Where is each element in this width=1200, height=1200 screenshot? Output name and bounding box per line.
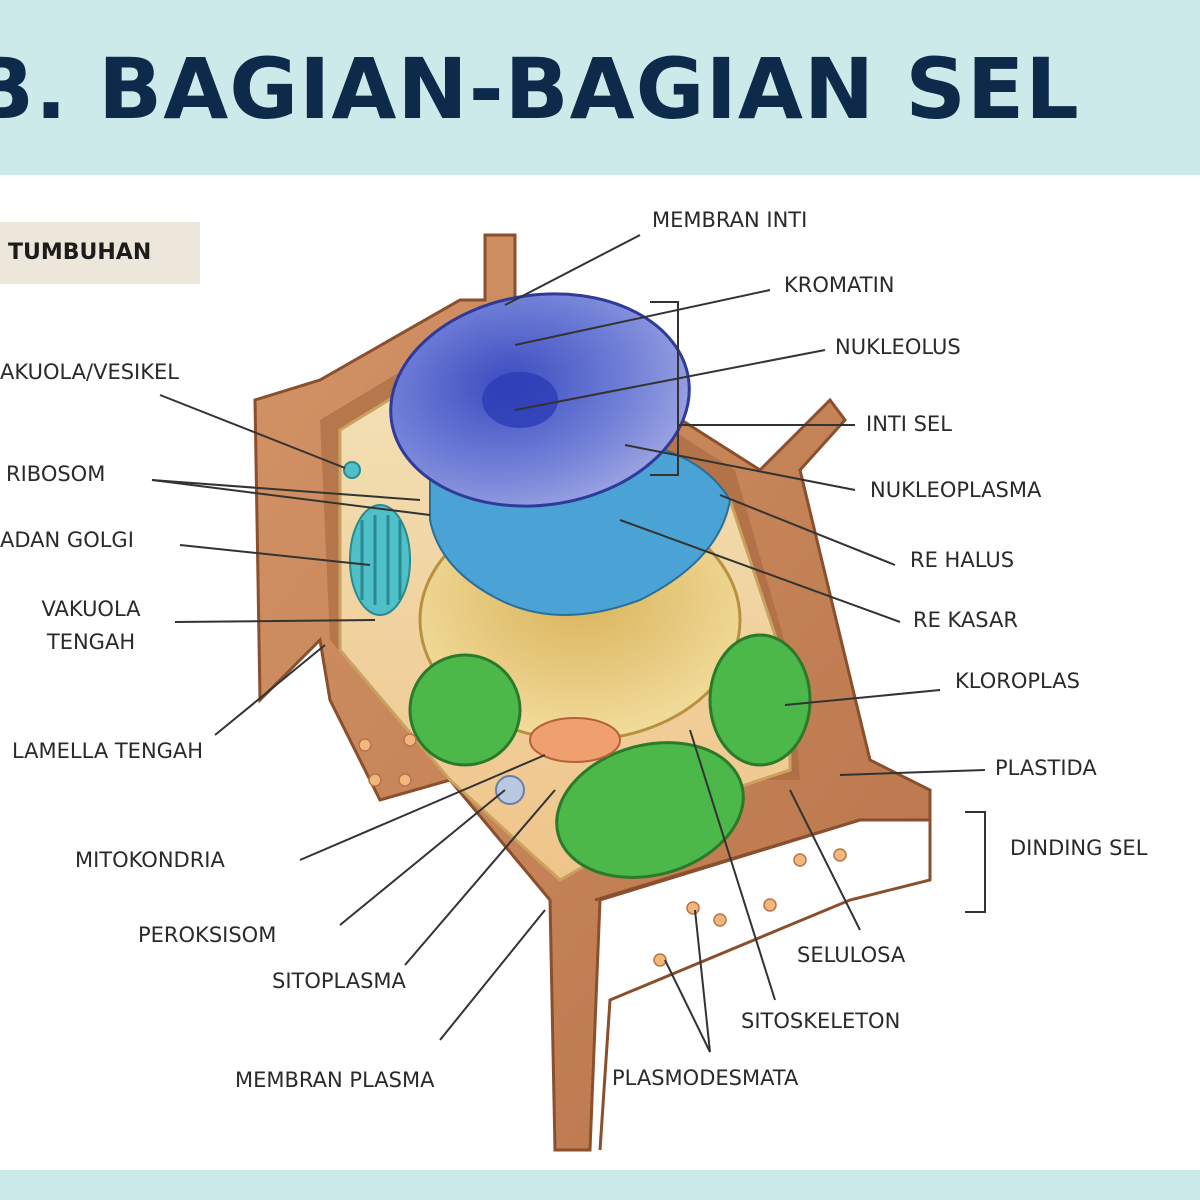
cell-type-tag: TUMBUHAN — [0, 222, 200, 284]
label-nukleoplasma: NUKLEOPLASMA — [870, 478, 1042, 502]
mitochondrion — [529, 717, 621, 763]
chloroplast — [408, 633, 812, 879]
label-ribosom: RIBOSOM — [6, 462, 106, 486]
nucleolus — [482, 372, 558, 428]
label-vakuola-vesikel: AKUOLA/VESIKEL — [0, 360, 179, 384]
label-plastida: PLASTIDA — [995, 756, 1097, 780]
vesicle — [343, 461, 361, 479]
label-re-halus: RE HALUS — [910, 548, 1015, 572]
label-dinding-sel: DINDING SEL — [1010, 836, 1148, 860]
inti-sel-bracket — [650, 301, 679, 476]
page-title: B. BAGIAN-BAGIAN SEL — [0, 40, 1080, 138]
peroxisome — [495, 775, 525, 805]
dinding-sel-bracket — [965, 811, 986, 913]
label-vakuola-tengah-line1: VAKUOLA — [41, 597, 141, 621]
label-nukleolus: NUKLEOLUS — [835, 335, 961, 359]
label-kloroplas: KLOROPLAS — [955, 669, 1080, 693]
label-membran-inti: MEMBRAN INTI — [652, 208, 808, 232]
label-inti-sel: INTI SEL — [866, 412, 952, 436]
label-selulosa: SELULOSA — [797, 943, 906, 967]
label-badan-golgi: ADAN GOLGI — [0, 528, 134, 552]
label-plasmodesmata: PLASMODESMATA — [612, 1066, 799, 1090]
plasmodesmata-pores — [358, 733, 847, 967]
label-vakuola-tengah-line2: TENGAH — [46, 630, 136, 655]
cell-type-label: TUMBUHAN — [8, 240, 152, 265]
label-kromatin: KROMATIN — [784, 273, 895, 297]
header-band: B. BAGIAN-BAGIAN SEL — [0, 0, 1200, 175]
golgi-apparatus — [349, 504, 411, 616]
label-membran-plasma: MEMBRAN PLASMA — [235, 1068, 435, 1092]
footer-band — [0, 1170, 1200, 1200]
label-re-kasar: RE KASAR — [913, 608, 1018, 632]
leader-lines — [151, 234, 986, 1053]
label-sitoskeleton: SITOSKELETON — [741, 1009, 901, 1033]
label-vakuola-tengah: VAKUOLA TENGAH — [30, 597, 152, 655]
label-peroksisom: PEROKSISOM — [138, 923, 277, 947]
label-sitoplasma: SITOPLASMA — [272, 969, 406, 993]
label-lamella-tengah: LAMELLA TENGAH — [12, 739, 204, 763]
label-mitokondria: MITOKONDRIA — [75, 848, 225, 872]
